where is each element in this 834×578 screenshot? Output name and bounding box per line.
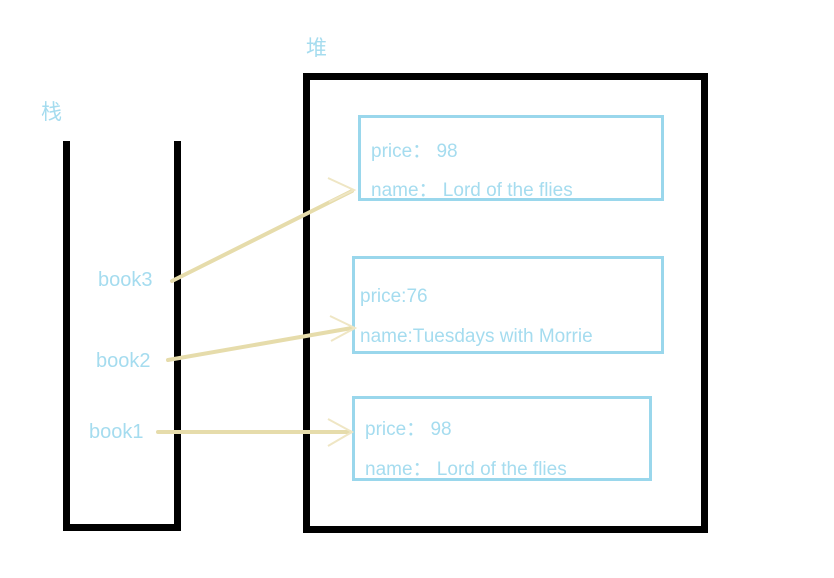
stack-variable-book3: book3 <box>98 269 153 291</box>
stack-container-shape <box>63 141 181 531</box>
heap-object-1-name: name： Lord of the flies <box>371 180 573 201</box>
stack-bottom-wall <box>63 524 181 531</box>
stack-left-wall <box>63 141 70 531</box>
stack-right-wall <box>174 141 181 531</box>
stack-variable-book2: book2 <box>96 350 151 372</box>
heap-object-2-price: price:76 <box>360 286 428 307</box>
heap-object-box-2: price:76 name:Tuesdays with Morrie <box>352 256 664 354</box>
stack-region-label: 栈 <box>41 101 62 124</box>
heap-region-label: 堆 <box>306 37 327 60</box>
heap-object-3-price: price： 98 <box>365 419 452 440</box>
heap-object-3-name: name： Lord of the flies <box>365 459 567 480</box>
heap-object-box-3: price： 98 name： Lord of the flies <box>352 396 652 481</box>
heap-object-box-1: price： 98 name： Lord of the flies <box>358 115 664 201</box>
heap-container-shape <box>303 73 708 533</box>
heap-object-2-name: name:Tuesdays with Morrie <box>360 326 593 347</box>
stack-variable-book1: book1 <box>89 421 144 443</box>
heap-object-1-price: price： 98 <box>371 141 458 162</box>
